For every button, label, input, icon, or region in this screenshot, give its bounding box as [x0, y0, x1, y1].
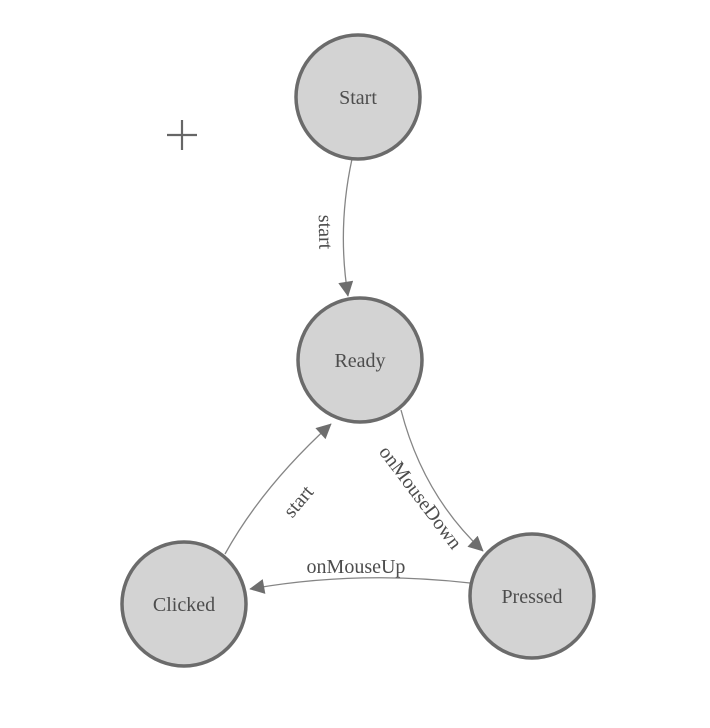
node-ready[interactable]: Ready [296, 296, 424, 424]
node-circle[interactable] [296, 296, 424, 424]
edge-start-to-ready[interactable]: start [314, 158, 354, 297]
node-start[interactable]: Start [294, 33, 422, 161]
edge-clicked-to-ready[interactable]: start [224, 423, 332, 555]
node-label-ready: Ready [334, 350, 385, 372]
edge-label-start-2: start [279, 481, 318, 522]
plus-crosshair-cursor-icon [167, 120, 197, 150]
node-label-clicked: Clicked [153, 594, 215, 616]
edge-ready-to-pressed[interactable]: onMouseDown [374, 409, 484, 554]
node-label-start: Start [339, 87, 377, 109]
node-circle[interactable] [120, 540, 248, 668]
node-pressed[interactable]: Pressed [468, 532, 596, 660]
node-circle[interactable] [468, 532, 596, 660]
edge-label-start-1: start [314, 215, 337, 250]
edge-label-onmousedown: onMouseDown [374, 442, 466, 554]
edge-line[interactable] [224, 423, 332, 555]
edge-pressed-to-clicked[interactable]: onMouseUp [249, 556, 471, 594]
edge-line[interactable] [249, 577, 471, 594]
node-clicked[interactable]: Clicked [120, 540, 248, 668]
edge-line[interactable] [338, 158, 354, 297]
edge-line[interactable] [400, 409, 484, 552]
node-circle[interactable] [294, 33, 422, 161]
node-label-pressed: Pressed [501, 586, 562, 608]
edge-label-onmouseup: onMouseUp [307, 556, 406, 578]
